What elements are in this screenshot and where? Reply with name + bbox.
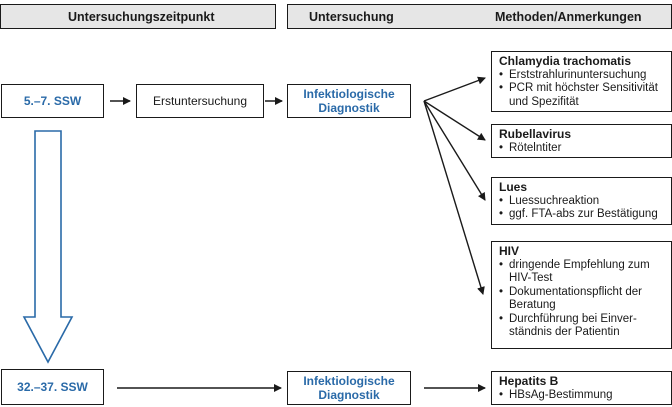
header-right-label: Methoden/Anmerkungen [495,9,642,24]
method-box-hepatitis-b: Hepatits B HBsAg-Bestimmung [491,371,672,405]
diagnostics-box-second: Infektiologische Diagnostik [287,371,411,405]
method-item: PCR mit höchster Sensitivität [499,82,665,96]
arrow-to-hiv [423,100,485,295]
header-left-label: Untersuchungszeitpunkt [68,9,215,24]
diagnostics-second-line2: Diagnostik [318,388,380,402]
method-item-continued: Beratung [509,299,556,311]
method-item-continued: HIV-Test [509,272,553,284]
method-item: Erststrahlurinuntersuchung [499,69,665,83]
method-box-hiv: HIV dringende Empfehlung zum HIV-Test Do… [491,241,672,349]
header-middle-label: Untersuchung [309,9,394,24]
initial-exam-box: Erstuntersuchung [136,84,264,118]
method-item-continued: und Spezifität [509,95,579,108]
method-title: Lues [499,180,528,194]
method-item: ggf. FTA-abs zur Bestätigung [499,208,665,222]
method-item-continued: ständnis der Patientin [509,326,620,338]
method-item: Dokumentationspflicht der [499,286,665,300]
header-right: Untersuchung Methoden/Anmerkungen [287,4,672,29]
method-title: Hepatits B [499,374,559,388]
arrow-to-chlamydia [423,76,486,102]
method-item: Luessuchreaktion [499,195,665,209]
method-title: HIV [499,244,520,258]
method-item: Rötelntiter [499,142,665,156]
timepoint-second-label: 32.–37. SSW [17,380,88,394]
header-left: Untersuchungszeitpunkt [0,4,276,29]
method-item: HBsAg-Bestimmung [499,389,665,403]
diagnostics-first-line1: Infektiologische [303,87,395,101]
method-item: Durchführung bei Einver- [499,313,665,327]
method-item: dringende Empfehlung zum [499,259,665,273]
timepoint-first-label: 5.–7. SSW [23,94,82,108]
method-title: Chlamydia trachomatis [499,54,632,68]
arrow-to-rubella [423,100,486,141]
method-title: Rubellavirus [499,127,572,141]
diagnostics-box-first: Infektiologische Diagnostik [287,84,411,118]
method-box-rubella: Rubellavirus Rötelntiter [491,124,672,158]
timepoint-second: 32.–37. SSW [1,369,104,405]
initial-exam-label: Erstuntersuchung [152,94,248,108]
arrow-to-lues [423,100,486,201]
diagnostics-second-line1: Infektiologische [303,374,395,388]
timeline-down-arrow [22,130,74,364]
timepoint-first: 5.–7. SSW [1,84,104,118]
diagnostics-first-line2: Diagnostik [318,101,380,115]
